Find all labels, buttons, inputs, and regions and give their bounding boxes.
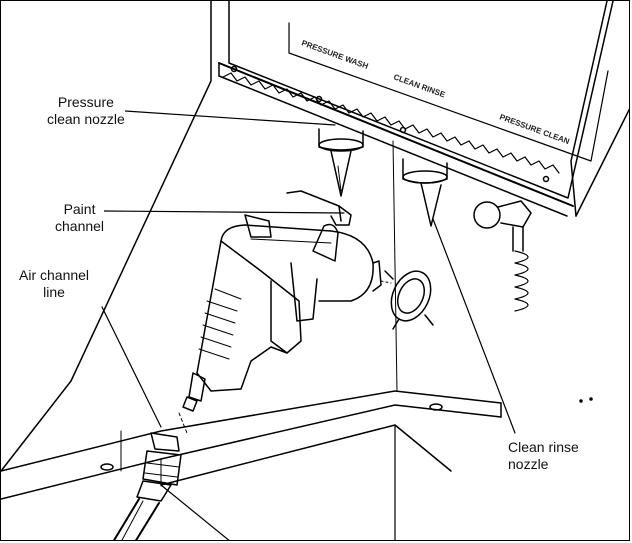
air-fitting [113,412,188,540]
air-cap [384,270,434,330]
panel-label-left: PRESSURE WASH [300,38,369,71]
leader-paint-channel [102,210,345,214]
leader-air-channel [101,306,162,428]
label-clean-rinse-nozzle: Clean rinse nozzle [508,439,579,473]
rinse-nozzle [402,158,448,227]
pressure-knob [473,200,532,312]
callout-leaders [101,110,516,434]
leader-pressure-nozzle [124,110,336,126]
label-panel: PRESSURE WASH CLEAN RINSE PRESSURE CLEAN [218,1,614,217]
label-air-channel-line: Air channel line [19,267,90,301]
panel-label-center: CLEAN RINSE [392,72,447,99]
cabinet-body [1,1,629,472]
spray-gun [182,190,392,412]
label-pressure-clean-nozzle: Pressure clean nozzle [47,94,125,128]
leader-rinse-nozzle [432,218,516,434]
basin [1,390,593,540]
label-paint-channel: Paint channel [55,201,105,235]
pressure-nozzle [318,128,364,197]
